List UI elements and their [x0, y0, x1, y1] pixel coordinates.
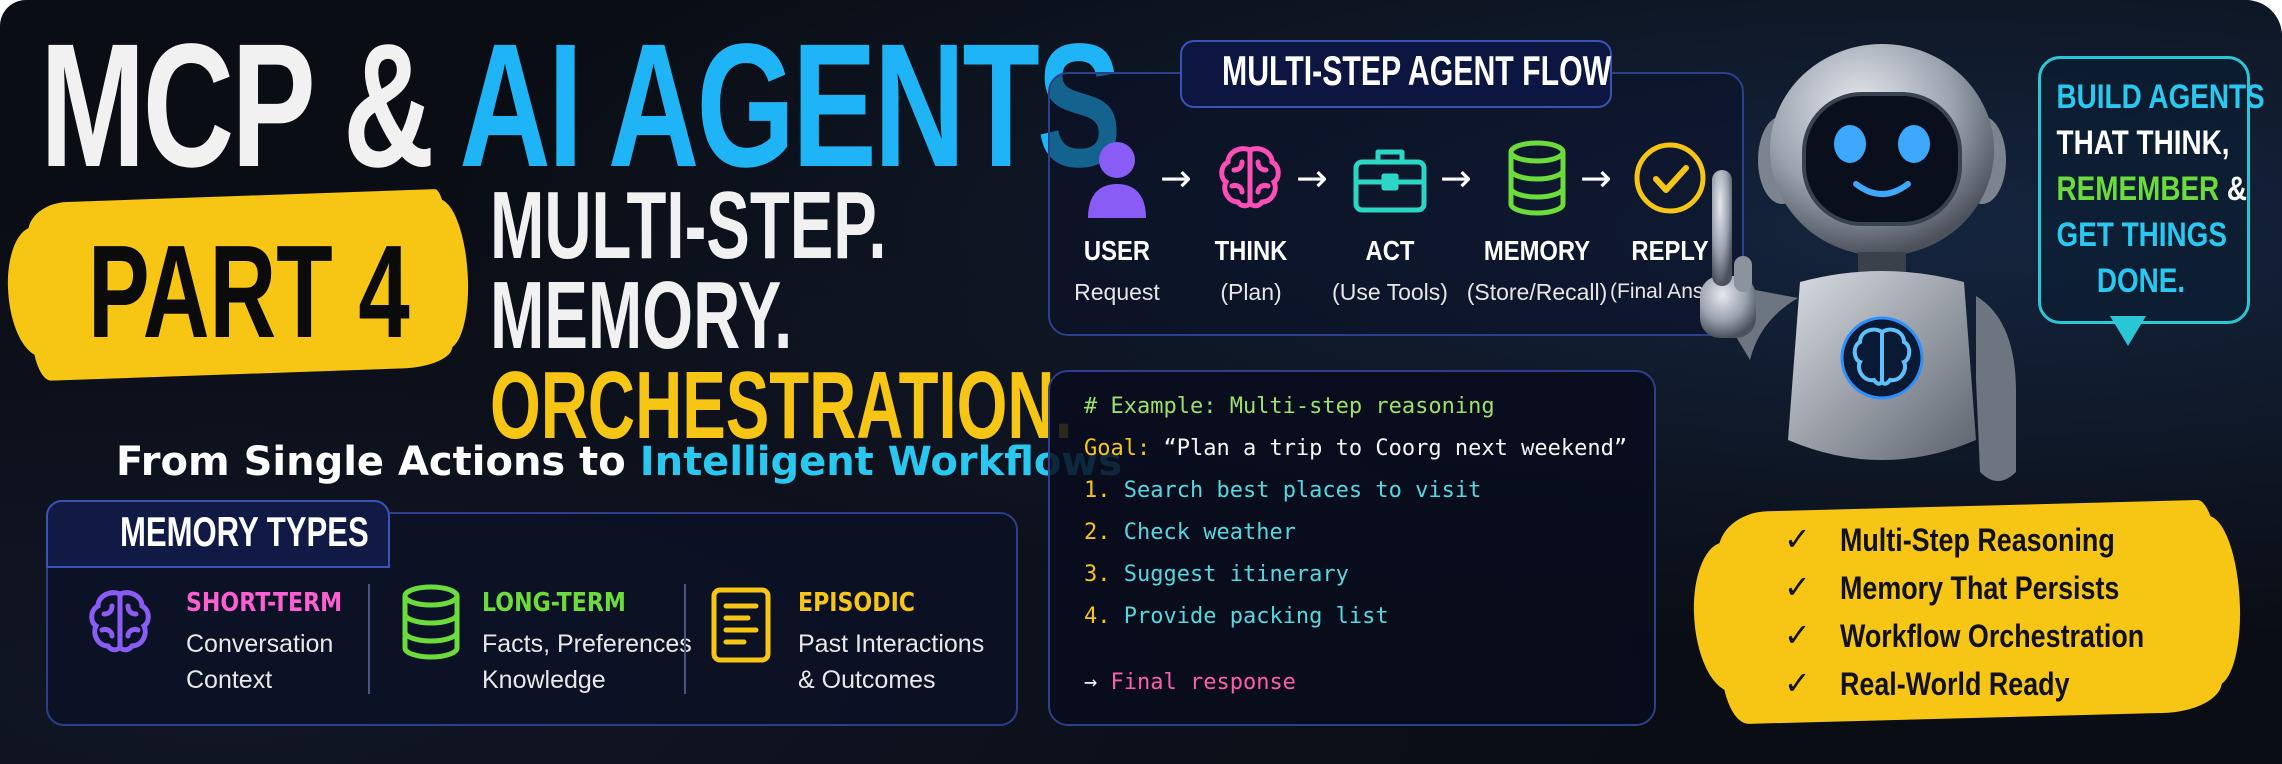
code-step: 3. Suggest itinerary: [1084, 560, 1349, 590]
code-final-text: Final response: [1110, 670, 1296, 695]
flow-arrow: →: [1440, 156, 1472, 200]
memory-divider: [368, 584, 370, 694]
memory-long-term-title: LONG-TERM: [482, 588, 626, 618]
agent-flow-tab: [1180, 40, 1612, 108]
check-icon: ✓: [1784, 568, 1811, 606]
code-step-text: Provide packing list: [1123, 604, 1389, 629]
step-user-label: USER: [1083, 235, 1151, 266]
checklist-item: Workflow Orchestration: [1840, 618, 2145, 654]
check-icon: ✓: [1784, 616, 1811, 654]
memory-divider: [684, 584, 686, 694]
subtitle-multi-step: MULTI-STEP.: [490, 172, 887, 279]
bubble-ampersand: &: [2226, 170, 2248, 208]
title-ai-agents: AI AGENTS: [459, 8, 1121, 204]
tagline: From Single Actions to Intelligent Workf…: [116, 438, 1122, 486]
code-step-num: 4.: [1084, 604, 1111, 629]
code-step-text: Suggest itinerary: [1123, 562, 1349, 587]
brain-icon: [89, 590, 151, 653]
step-act-sub: (Use Tools): [1332, 279, 1448, 305]
tagline-highlight: Intelligent Workflows: [639, 439, 1123, 485]
memory-episodic-title: EPISODIC: [798, 588, 916, 618]
step-act-label: ACT: [1365, 235, 1415, 266]
bubble-line-3: REMEMBER &: [2056, 166, 2248, 212]
document-icon: [711, 587, 771, 663]
check-circle-icon: [1634, 142, 1706, 214]
memory-types-tab: [46, 500, 390, 568]
memory-short-term-line1: Conversation: [186, 630, 334, 658]
code-step: 2. Check weather: [1084, 518, 1296, 548]
flow-arrow: →: [1160, 156, 1192, 200]
part-badge: PART 4: [88, 218, 410, 365]
bubble-line-1: BUILD AGENTS: [2056, 78, 2265, 116]
speech-bubble-tail: [2110, 316, 2146, 346]
robot-illustration: [1700, 44, 2016, 481]
code-goal: Goal: “Plan a trip to Coorg next weekend…: [1084, 434, 1627, 464]
code-step-num: 1.: [1084, 478, 1111, 503]
checklist-item: Real-World Ready: [1840, 666, 2070, 702]
memory-types-heading: MEMORY TYPES: [120, 508, 369, 555]
step-reply-label: REPLY: [1631, 235, 1709, 266]
brain-icon: [1219, 146, 1281, 209]
checklist-item: Multi-Step Reasoning: [1840, 522, 2115, 558]
speech-bubble: [2038, 56, 2250, 324]
bubble-remember: REMEMBER: [2056, 170, 2220, 208]
user-icon: [1088, 142, 1146, 218]
code-goal-text: “Plan a trip to Coorg next weekend”: [1163, 436, 1628, 461]
step-user-sub: Request: [1074, 279, 1160, 305]
memory-episodic-line1: Past Interactions: [798, 630, 985, 658]
code-step-text: Check weather: [1123, 520, 1296, 545]
step-memory-sub: (Store/Recall): [1466, 279, 1608, 305]
code-comment: # Example: Multi-step reasoning: [1084, 394, 1495, 419]
step-think-sub: (Plan): [1220, 279, 1282, 305]
code-final: → Final response: [1084, 668, 1296, 698]
bubble-line-5: DONE.: [2096, 262, 2186, 300]
memory-short-term-line2: Context: [186, 666, 273, 694]
agent-flow-panel: [1048, 72, 1744, 336]
code-step: 1. Search best places to visit: [1084, 476, 1481, 506]
code-step-num: 3.: [1084, 562, 1111, 587]
check-icon: ✓: [1784, 520, 1811, 558]
flow-arrow: →: [1580, 156, 1612, 200]
checklist-item: Memory That Persists: [1840, 570, 2120, 606]
code-step-text: Search best places to visit: [1123, 478, 1482, 503]
bubble-line-4: GET THINGS: [2056, 216, 2227, 254]
database-icon: [402, 584, 460, 660]
step-think-label: THINK: [1214, 235, 1288, 266]
memory-short-term-title: SHORT-TERM: [186, 588, 343, 618]
code-step: 4. Provide packing list: [1084, 602, 1389, 632]
code-final-arrow: →: [1084, 670, 1098, 695]
memory-long-term-line2: Knowledge: [482, 666, 606, 694]
code-example-panel: [1048, 370, 1656, 726]
subtitle-memory: MEMORY.: [490, 262, 793, 369]
memory-episodic-line2: & Outcomes: [798, 666, 936, 694]
flow-arrow: →: [1296, 156, 1328, 200]
code-goal-key: Goal:: [1084, 436, 1151, 461]
main-title: MCP & AI AGENTS: [40, 18, 1121, 194]
step-memory-label: MEMORY: [1483, 235, 1591, 266]
bubble-line-2: THAT THINK,: [2056, 124, 2230, 162]
agent-flow-heading: MULTI-STEP AGENT FLOW: [1222, 47, 1612, 94]
tagline-lead: From Single Actions to: [116, 439, 626, 485]
memory-long-term-line1: Facts, Preferences: [482, 630, 692, 658]
subtitle-orchestration: ORCHESTRATION.: [490, 352, 1073, 459]
title-mcp: MCP &: [40, 8, 435, 204]
code-step-num: 2.: [1084, 520, 1111, 545]
check-icon: ✓: [1784, 664, 1811, 702]
database-icon: [1508, 140, 1566, 216]
toolbox-icon: [1353, 149, 1427, 213]
